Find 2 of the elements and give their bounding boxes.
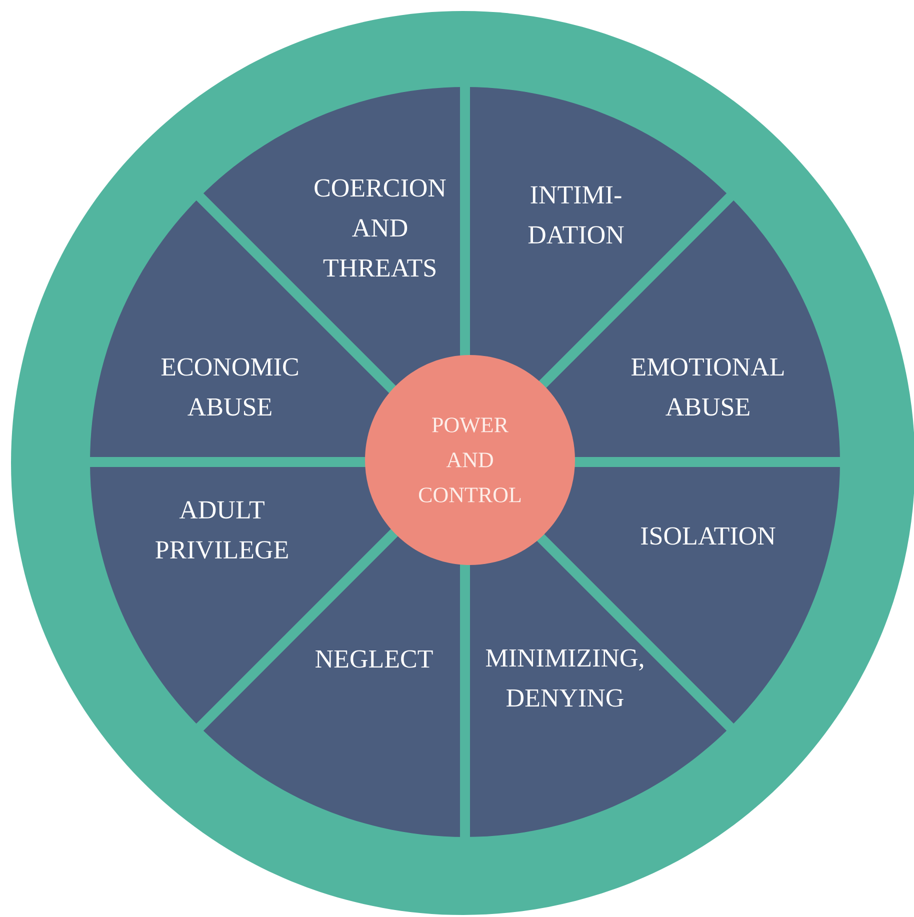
node-label: MINIMIZING, DENYING [486,649,644,707]
node-label: NEGLECT [316,650,433,668]
